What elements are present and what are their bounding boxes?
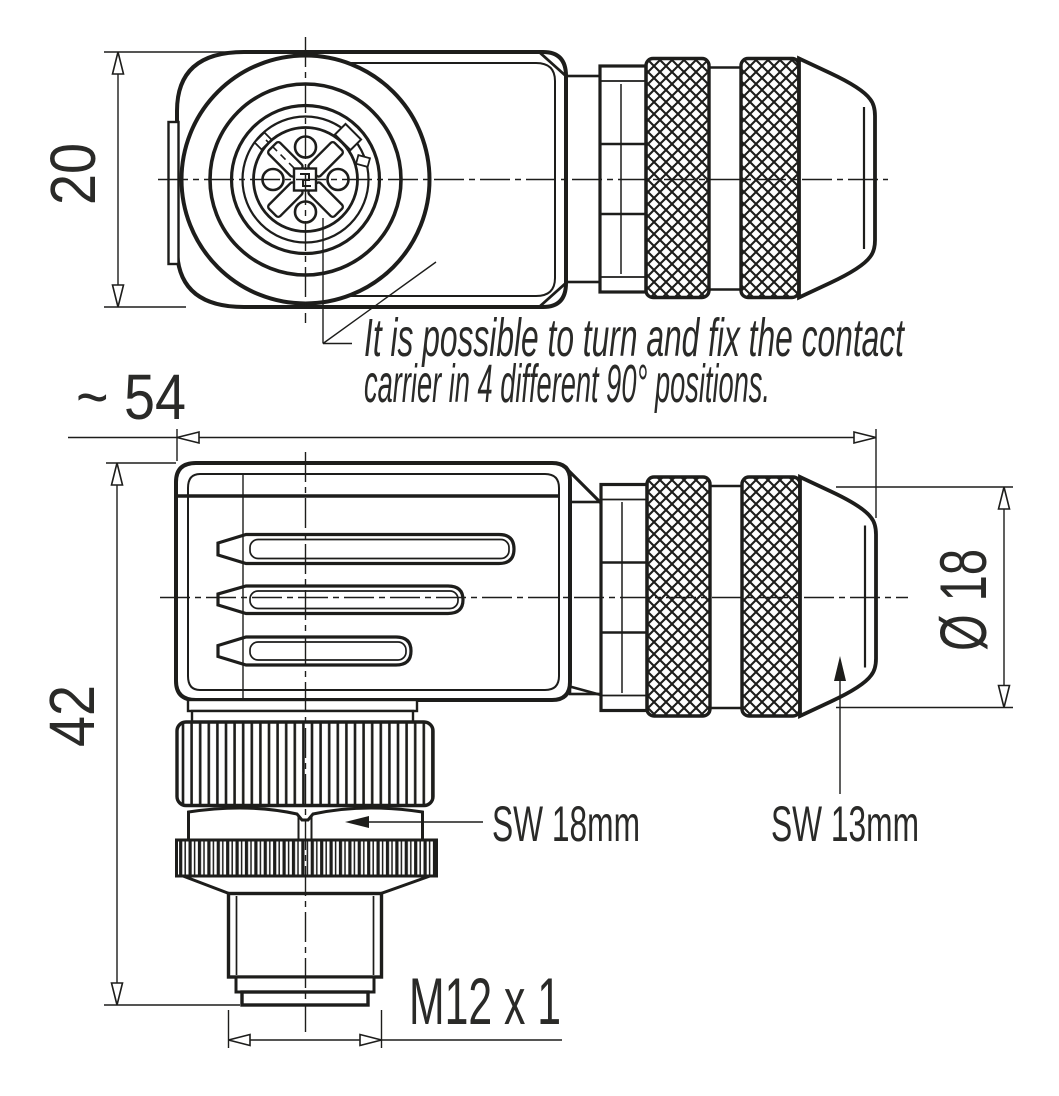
note-leader-lines: [322, 218, 437, 345]
leader-arrow: [834, 656, 846, 681]
arrowhead-up: [997, 486, 1011, 510]
hex-nut-notch: [297, 816, 313, 840]
knurled-ring-2: [740, 475, 802, 718]
knurled-ring-1: [645, 475, 712, 718]
rear-hex-flats: [601, 498, 647, 697]
body-corner-chamfers: [537, 49, 568, 310]
dimension-thread-m12: M12 x 1: [227, 964, 562, 1048]
sw18-label: SW 18mm: [492, 796, 640, 852]
dimension-54-value: ~ 54: [76, 361, 186, 433]
groove-3: [216, 635, 413, 667]
groove-2-inner: [249, 590, 459, 610]
grip-grooves: [216, 532, 516, 667]
extension-lines: [227, 1010, 383, 1048]
groove-1: [216, 532, 516, 566]
arrowhead-left: [228, 1033, 251, 1047]
rear-hex-edges: [601, 561, 647, 634]
note-annotation: It is possible to turn and fix the conta…: [322, 218, 905, 414]
note-text-line2: carrier in 4 different 90° positions.: [364, 354, 770, 414]
groove-1-inner: [249, 538, 510, 560]
knurled-ring-2: [739, 56, 801, 300]
rear-hex-flats: [600, 80, 646, 278]
rear-hex-edges: [600, 142, 646, 216]
extension-lines: [176, 429, 877, 518]
gear-lock-ring: [175, 838, 438, 878]
arrowhead-down: [110, 982, 124, 1006]
housing-chamfer-bottom: [567, 684, 602, 697]
thread-label: M12 x 1: [409, 964, 561, 1038]
knurled-ring-1: [644, 56, 711, 300]
dimension-diameter-18: Ø 18: [836, 486, 1013, 709]
cable-cap: [797, 55, 877, 301]
arrowhead-down: [997, 684, 1011, 708]
groove-2: [216, 584, 465, 616]
dimension-42: 42: [36, 462, 240, 1006]
note-text-line1: It is possible to turn and fix the conta…: [364, 308, 905, 368]
dimension-diameter-value: Ø 18: [926, 549, 1000, 651]
arrowhead-up: [111, 51, 125, 75]
arrowhead-right: [853, 430, 877, 445]
thread-root-lines: [235, 896, 375, 975]
arrowhead-down: [111, 284, 125, 308]
cable-cap: [798, 474, 878, 719]
groove-3-inner: [249, 641, 407, 661]
sw13-label: SW 13mm: [771, 796, 919, 852]
bottom-view: [160, 452, 908, 1032]
arrowhead-up: [110, 462, 124, 486]
leader-sw13: SW 13mm: [771, 656, 919, 852]
key-orientation-dashed-line: [265, 139, 295, 169]
keyway-notch-side: [354, 153, 372, 169]
dimension-54: ~ 54: [68, 361, 877, 518]
extension-lines: [836, 486, 1013, 709]
keyway-notch-small: [253, 131, 273, 151]
body-side-seam: [167, 120, 180, 266]
dimension-20: 20: [37, 51, 242, 308]
smooth-band: [709, 66, 741, 291]
top-view: [158, 37, 888, 323]
dimension-20-value: 20: [37, 143, 109, 205]
arrowhead-left: [176, 430, 200, 445]
thread-transition-cone: [182, 874, 431, 895]
leader-arrow: [345, 816, 369, 828]
housing-chamfer-top: [564, 466, 603, 505]
housing-inner-outline: [187, 473, 560, 691]
dimension-42-value: 42: [36, 685, 108, 747]
leader-sw18: SW 18mm: [345, 796, 640, 852]
keyway-notch-large: [333, 122, 363, 152]
output-neck-upper: [186, 698, 419, 713]
arrowhead-right: [359, 1033, 382, 1047]
smooth-band: [710, 484, 742, 710]
